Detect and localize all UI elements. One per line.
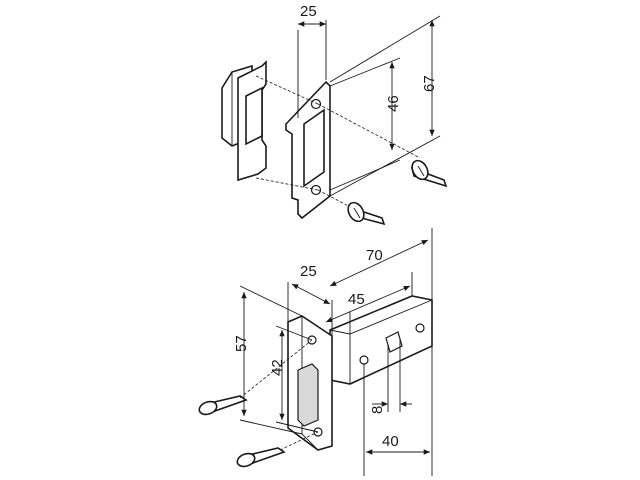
screw-icon <box>347 201 386 226</box>
screw-icon <box>236 447 286 468</box>
alignment-line-bottom <box>255 177 319 191</box>
dim-text: 46 <box>385 95 402 112</box>
screw-line-bottom <box>279 431 319 451</box>
screw-icon <box>410 159 448 188</box>
dim-strike-height: 67 <box>329 15 441 197</box>
dim-latch-body: 45 <box>325 272 413 334</box>
dim-text: 57 <box>233 335 250 352</box>
dim-strike-width: 25 <box>297 3 327 118</box>
dim-strike-holes: 46 <box>329 57 402 191</box>
latch-body <box>329 295 433 385</box>
dim-text: 25 <box>300 263 317 280</box>
dim-spindle: 8 <box>369 338 412 414</box>
dim-backset: 40 <box>363 346 433 476</box>
dim-text: 45 <box>348 291 365 308</box>
dim-text: 8 <box>369 406 386 414</box>
screw-line-top <box>317 103 421 159</box>
alignment-line-top <box>255 75 319 105</box>
dim-latch-holes: 42 <box>269 325 319 433</box>
screw-line-top <box>239 339 313 399</box>
dim-text: 42 <box>269 359 286 376</box>
screw-icon <box>198 395 248 416</box>
dim-text: 25 <box>300 3 317 20</box>
dim-text: 40 <box>382 433 399 450</box>
strike-back-plate <box>237 60 267 182</box>
screw-line-bottom <box>317 189 361 213</box>
strike-front-plate <box>285 80 331 220</box>
dim-text: 70 <box>366 247 383 264</box>
dim-text: 67 <box>421 75 438 92</box>
dim-latch-length: 70 <box>329 228 433 300</box>
dim-latch-height: 57 <box>233 285 303 435</box>
